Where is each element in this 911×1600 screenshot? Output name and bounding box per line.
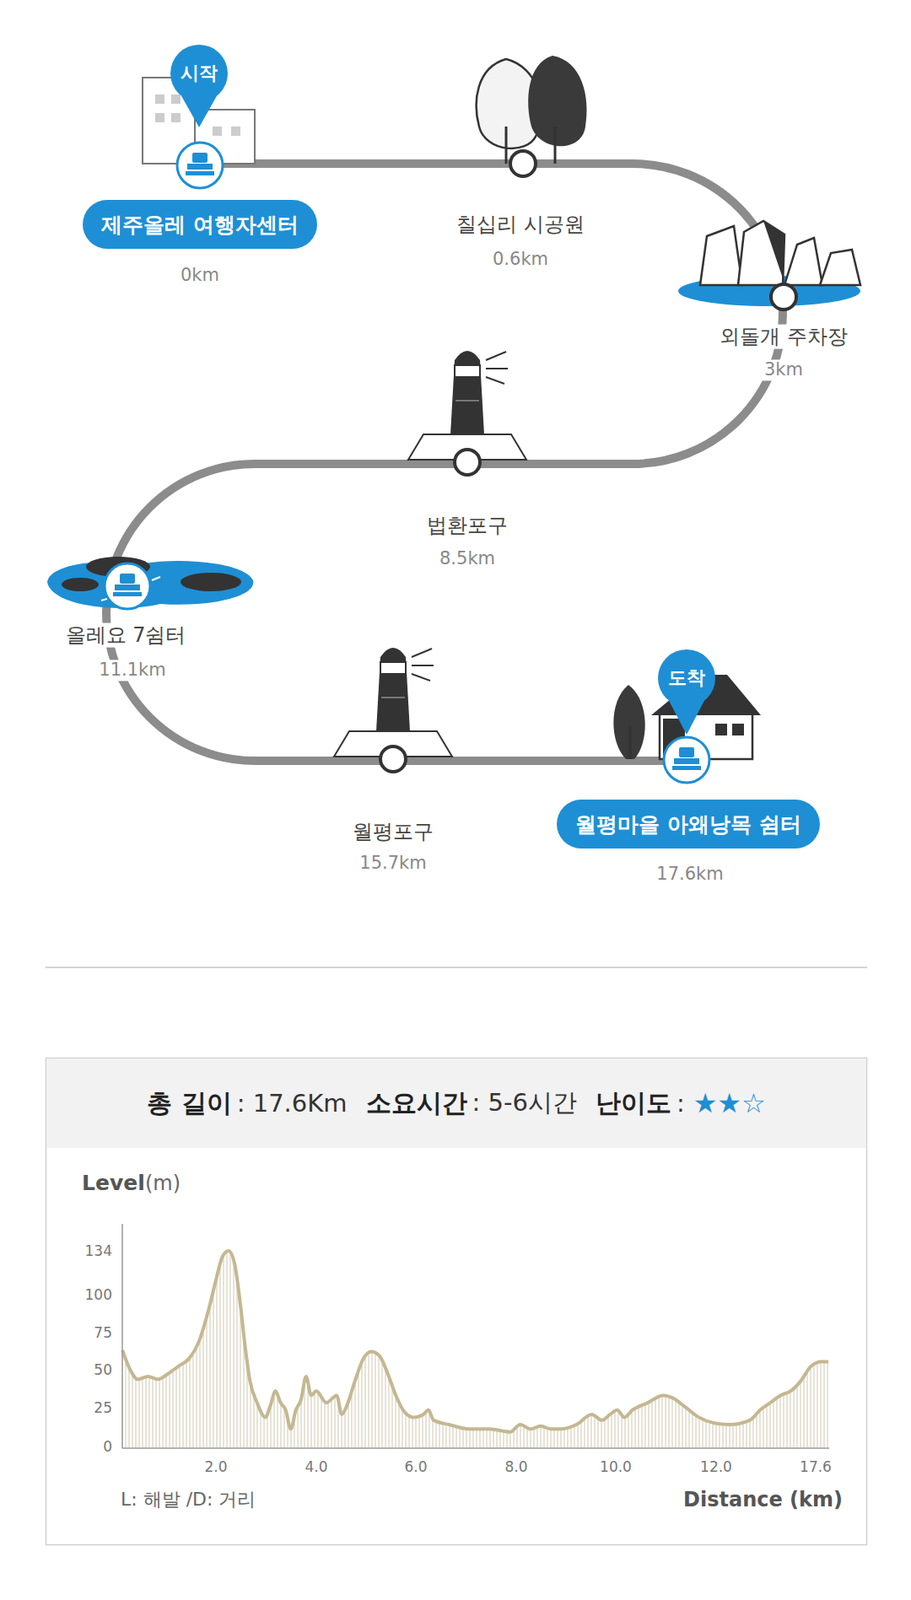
summary-value: : — [676, 1088, 685, 1118]
separator-line — [45, 966, 868, 969]
stop-name: 법환포구 — [423, 513, 512, 539]
end-pin: 도착 — [657, 649, 716, 735]
stop-distance: 15.7km — [355, 852, 430, 874]
summary-key: 소요시간 — [366, 1086, 468, 1122]
axis-tick: 12.0 — [696, 1458, 736, 1476]
stop-distance: 0.6km — [489, 248, 552, 270]
stop-name: 월평포구 — [349, 819, 437, 845]
pin-shape — [170, 44, 228, 128]
elevation-chart — [122, 1250, 829, 1448]
stop-marker — [510, 150, 536, 177]
end-label-pill: 월평마을 아왜낭목 쉼터 — [556, 799, 820, 849]
rocks-icon — [678, 221, 861, 307]
axis-tick: 6.0 — [400, 1458, 431, 1476]
stop-name: 외돌개 주차장 — [716, 324, 852, 350]
place-name: 월평마을 아왜낭목 쉼터 — [575, 810, 801, 839]
lighthouse-icon — [334, 647, 453, 757]
summary-key: 난이도 — [595, 1086, 672, 1122]
axis-title: Distance (km) — [679, 1487, 847, 1513]
stop-marker — [770, 284, 797, 310]
axis-tick: 10.0 — [596, 1458, 636, 1476]
stop-marker — [380, 746, 406, 772]
lighthouse-icon — [408, 350, 527, 460]
axis-unit: (m) — [141, 1171, 184, 1197]
stop-distance: 8.5km — [436, 548, 499, 570]
stop-name: 올레요 7쉼터 — [62, 623, 190, 648]
start-label-pill: 제주올레 여행자센터 — [82, 199, 318, 249]
difficulty-stars: ★★☆ — [693, 1087, 766, 1120]
place-name: 제주올레 여행자센터 — [101, 210, 299, 239]
axis-tick: 8.0 — [501, 1458, 531, 1476]
stop-distance: 17.6km — [652, 863, 727, 885]
elevation-area — [122, 1250, 829, 1448]
summary-value: : 17.6Km — [237, 1088, 348, 1118]
summary-value: : 5-6시간 — [472, 1086, 577, 1121]
axis-tick: 4.0 — [301, 1458, 331, 1476]
axis-tick: 17.6 — [796, 1458, 836, 1476]
y-axis — [121, 1223, 124, 1449]
pin-text: 시작 — [170, 44, 228, 103]
legend-note: L: 해발 /D: 거리 — [117, 1488, 259, 1511]
stop-marker — [454, 449, 480, 475]
axis-title: Level — [78, 1170, 149, 1197]
stop-distance: 3km — [760, 359, 807, 381]
axis-tick: 75 — [90, 1324, 116, 1342]
chart-panel — [46, 1058, 868, 1546]
axis-tick: 2.0 — [200, 1458, 231, 1476]
end-icon — [663, 737, 710, 783]
axis-tick: 50 — [90, 1361, 116, 1379]
stop-distance: 0km — [177, 264, 223, 286]
x-axis — [122, 1447, 830, 1450]
pin-shape — [657, 649, 716, 735]
stop-distance: 11.1km — [95, 659, 169, 681]
elevation-line — [122, 1250, 829, 1433]
pin-head — [657, 649, 716, 707]
summary-band: 총 길이: 17.6Km 소요시간: 5-6시간 난이도: ★★☆ — [46, 1058, 867, 1149]
axis-tick: 100 — [81, 1286, 116, 1304]
axis-tick: 134 — [81, 1242, 116, 1260]
trees-icon — [476, 55, 588, 164]
start-icon — [177, 142, 223, 189]
route-line — [106, 163, 783, 761]
rest-stop-icon — [104, 563, 151, 610]
pin-text: 도착 — [657, 649, 716, 707]
summary-key: 총 길이 — [146, 1086, 232, 1122]
start-pin: 시작 — [170, 44, 228, 128]
stop-name: 칠십리 시공원 — [452, 212, 588, 238]
axis-tick: 25 — [90, 1399, 116, 1417]
axis-tick: 0 — [99, 1438, 116, 1456]
pin-head — [170, 44, 228, 103]
